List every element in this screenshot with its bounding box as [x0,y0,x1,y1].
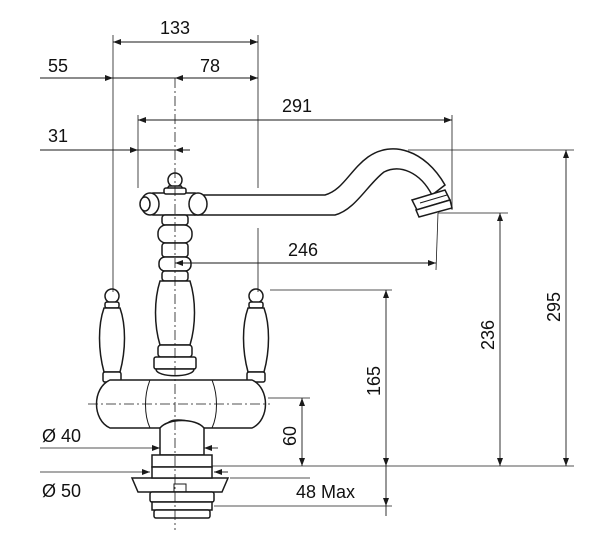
dim-offset-right: 78 [200,56,220,76]
spout-aerator [410,189,453,218]
base-flange [151,454,213,468]
dim-height-lever: 165 [364,366,384,396]
dim-offset-left: 55 [48,56,68,76]
threaded-shank [149,466,215,519]
faucet-outline [95,148,453,519]
left-lever-handle [98,288,126,383]
dim-spout-reach: 291 [282,96,312,116]
dim-height-total: 295 [544,292,564,322]
center-lines [88,78,270,530]
mounting-plate [130,477,230,493]
dim-height-body: 60 [280,426,300,446]
dim-dia-base: Ø 40 [42,426,81,446]
right-lever-handle [242,288,270,383]
dimension-labels: 133 55 78 291 31 246 165 60 236 295 Ø 40… [42,18,564,502]
dim-width-overall: 133 [160,18,190,38]
dim-height-outlet: 236 [478,320,498,350]
spout-tube [194,148,446,216]
body-neck [159,419,205,456]
dim-max-thickness: 48 Max [296,482,355,502]
dim-spout-offset: 31 [48,126,68,146]
dimension-lines [40,39,569,516]
dim-outlet-reach: 246 [288,240,318,260]
dim-dia-shank: Ø 50 [42,481,81,501]
